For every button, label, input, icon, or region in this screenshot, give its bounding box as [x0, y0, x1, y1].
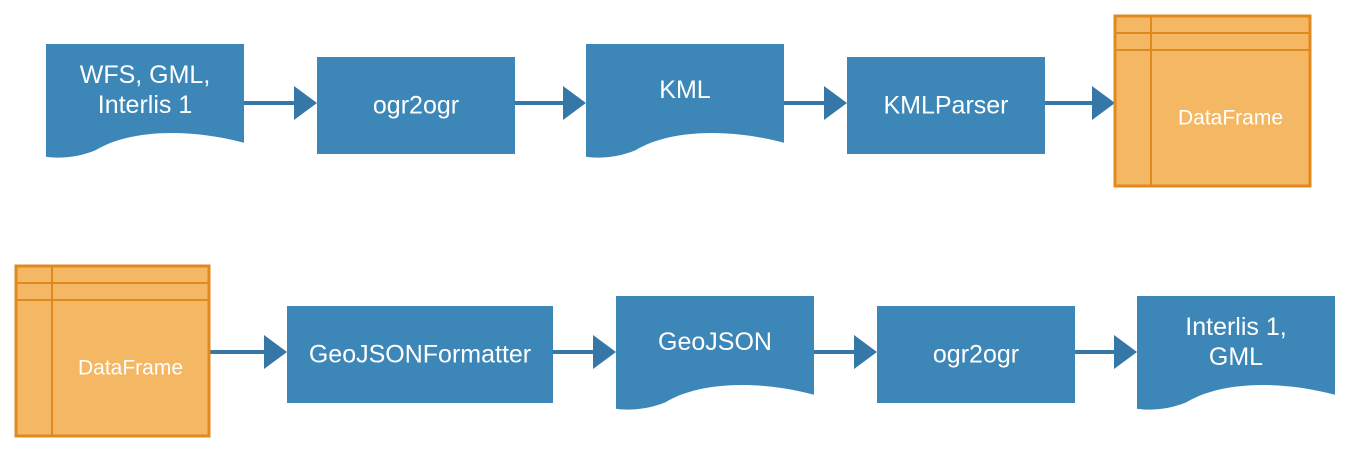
document-label: KML	[659, 76, 711, 104]
process-label: ogr2ogr	[933, 341, 1019, 369]
process-label: GeoJSONFormatter	[309, 341, 531, 369]
document-label: GML	[1209, 343, 1263, 371]
node-process-r1-2: ogr2ogr	[317, 57, 515, 154]
arrowhead	[563, 86, 586, 120]
process-label: ogr2ogr	[373, 92, 459, 120]
process-box	[877, 306, 1075, 403]
document-shape	[46, 44, 244, 158]
node-document-r1-1: WFS, GML,Interlis 1	[46, 44, 244, 158]
document-label: Interlis 1,	[1185, 313, 1286, 341]
dataframe-label: DataFrame	[78, 357, 183, 380]
node-document-r2-3: GeoJSON	[616, 296, 814, 410]
document-label: Interlis 1	[98, 91, 192, 119]
node-process-r1-4: KMLParser	[847, 57, 1045, 154]
arrowhead	[1092, 86, 1115, 120]
connectors	[209, 86, 1137, 369]
arrowhead	[854, 335, 877, 369]
node-document-r2-5: Interlis 1,GML	[1137, 296, 1335, 410]
arrowhead	[264, 335, 287, 369]
node-dataframe-r1-5: DataFrame	[1113, 14, 1312, 188]
connector-arrow-r2-3	[814, 335, 877, 369]
document-label: WFS, GML,	[80, 61, 211, 89]
node-document-r1-3: KML	[586, 44, 784, 158]
document-shape	[586, 44, 784, 158]
connector-arrow-r2-2	[553, 335, 616, 369]
document-label: GeoJSON	[658, 328, 772, 356]
connector-arrow-r1-3	[784, 86, 847, 120]
node-process-r2-2: GeoJSONFormatter	[287, 306, 553, 403]
connector-arrow-r2-1	[209, 335, 287, 369]
arrowhead	[294, 86, 317, 120]
node-process-r2-4: ogr2ogr	[877, 306, 1075, 403]
connector-arrow-r1-4	[1045, 86, 1115, 120]
document-shape	[1137, 296, 1335, 410]
arrowhead	[824, 86, 847, 120]
arrowhead	[1114, 335, 1137, 369]
node-dataframe-r2-1: DataFrame	[14, 264, 211, 438]
process-label: KMLParser	[883, 92, 1008, 120]
connector-arrow-r1-2	[515, 86, 586, 120]
process-box	[317, 57, 515, 154]
connector-arrow-r2-4	[1075, 335, 1137, 369]
document-shape	[616, 296, 814, 410]
connector-arrow-r1-1	[244, 86, 317, 120]
dataframe-shape	[1113, 14, 1312, 188]
dataframe-shape	[14, 264, 211, 438]
process-box	[287, 306, 553, 403]
arrowhead	[593, 335, 616, 369]
dataframe-label: DataFrame	[1178, 107, 1283, 130]
process-box	[847, 57, 1045, 154]
